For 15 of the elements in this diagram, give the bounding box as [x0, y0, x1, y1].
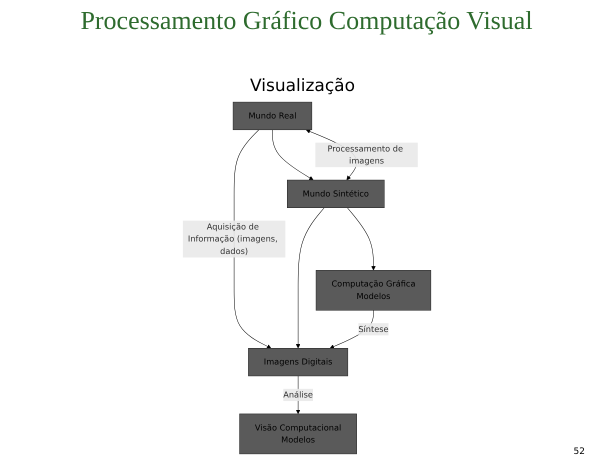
- node-box: Mundo Sintético: [286, 180, 384, 208]
- node-box: Visão Computacional Modelos: [238, 414, 357, 454]
- edge-label: Síntese: [358, 324, 388, 334]
- note: Visualização: [250, 76, 355, 96]
- node-box: Mundo Real: [232, 102, 312, 130]
- title: Processamento Gráfico Computação Visual: [79, 6, 534, 36]
- edge-label: Aquisição de Informação (imagens, dados): [188, 222, 278, 256]
- page-number: 52: [574, 447, 585, 457]
- node-box: Computação Gráfica Modelos: [315, 270, 431, 311]
- arrow: [272, 130, 314, 180]
- edge-label: Processamento de imagens: [327, 144, 403, 166]
- edge-label: Análise: [282, 390, 313, 400]
- arrow: [346, 207, 376, 271]
- arrow: [296, 207, 324, 348]
- node-box: Imagens Digitais: [248, 348, 348, 376]
